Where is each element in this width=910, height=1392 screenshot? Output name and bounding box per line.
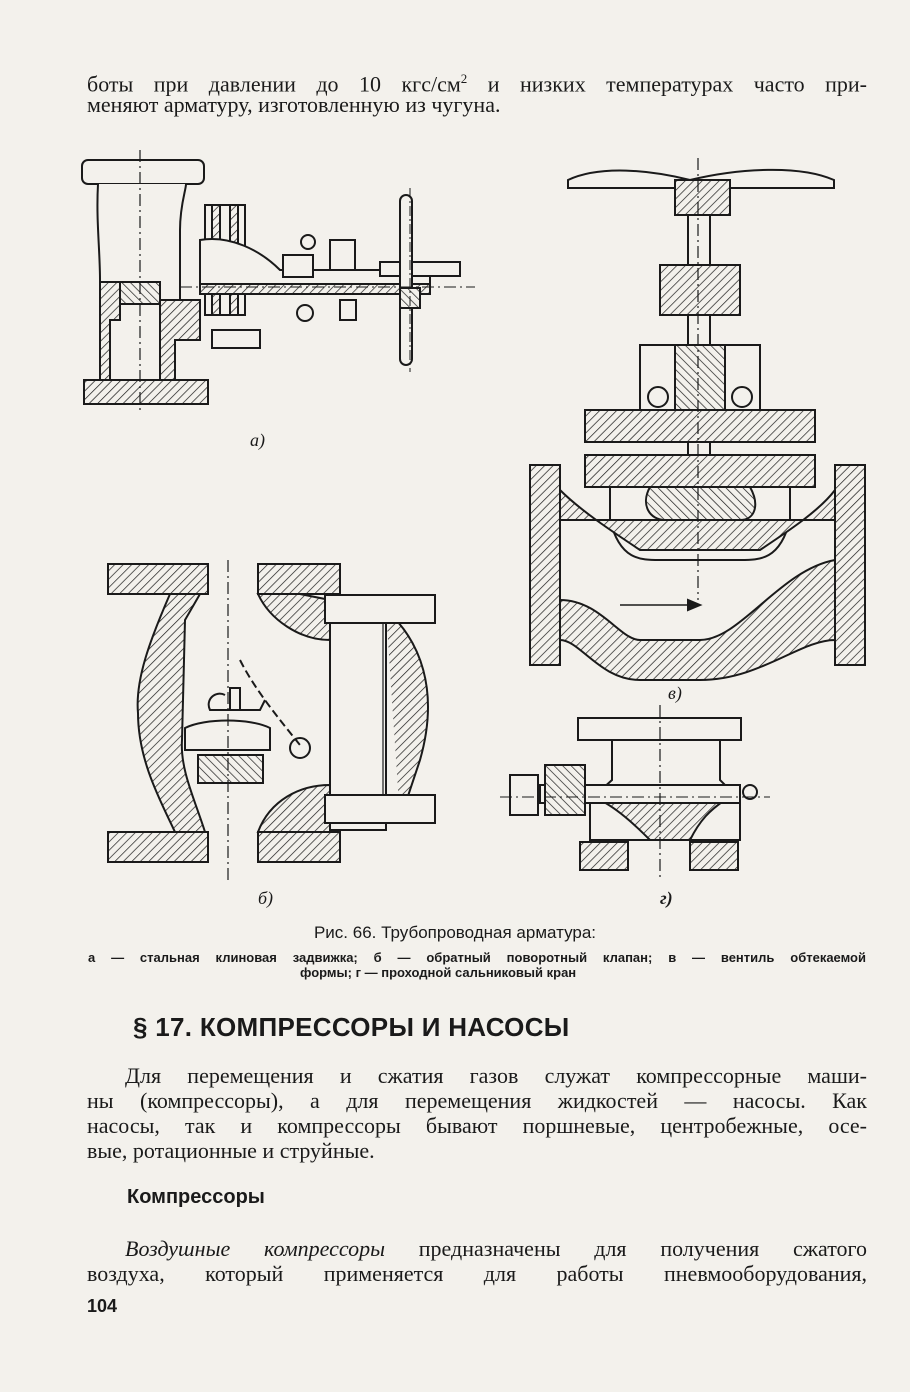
- paragraph-line: ны (компрессоры), а для перемещения жидк…: [87, 1088, 867, 1113]
- paragraph-1: Для перемещения и сжатия газов служат ко…: [87, 1063, 867, 1163]
- figure-caption-line-1: а — стальная клиновая задвижка; б — обра…: [88, 950, 866, 965]
- superscript: 2: [460, 71, 468, 86]
- paragraph-line: воздуха, который применяется для работы …: [87, 1261, 867, 1286]
- figure-caption-line-2: формы; г — проходной сальниковый кран: [300, 965, 577, 980]
- italic-term: Воздушные компрессоры: [125, 1236, 386, 1261]
- text-fragment: боты при давлении до 10 кгс/см: [87, 71, 461, 97]
- paragraph-line: насосы, так и компрессоры бывают поршнев…: [87, 1113, 867, 1138]
- body-text-line-2: меняют арматуру, изготовленную из чугуна…: [87, 92, 501, 117]
- figure-label-a: а): [250, 430, 265, 450]
- figure-caption-title: Рис. 66. Трубопроводная арматура:: [313, 923, 597, 942]
- paragraph-line: вые, ротационные и струйные.: [87, 1138, 375, 1163]
- subsection-heading: Компрессоры: [127, 1186, 265, 1208]
- figure-label-g: г): [660, 888, 673, 908]
- plug-cock-drawing: [500, 705, 770, 880]
- check-valve-drawing: [107, 560, 436, 880]
- paragraph-line: Для перемещения и сжатия газов служат ко…: [125, 1063, 867, 1088]
- paragraph-line: Воздушные компрессоры предназначены для …: [87, 1236, 867, 1261]
- figure-label-v: в): [668, 683, 682, 703]
- page-number: 104: [87, 1296, 118, 1316]
- paragraph-2: Воздушные компрессоры предназначены для …: [87, 1236, 867, 1286]
- text-fragment: и низких температурах часто при-: [467, 71, 868, 97]
- globe-valve-drawing: [529, 158, 866, 681]
- section-heading: § 17. КОМПРЕССОРЫ И НАСОСЫ: [133, 1012, 570, 1042]
- gate-valve-drawing: [81, 150, 475, 410]
- figure-label-b: б): [258, 888, 274, 908]
- text-fragment: предназначены для получения сжатого: [385, 1236, 867, 1261]
- body-text-line-1: боты при давлении до 10 кгс/см2 и низких…: [87, 66, 867, 96]
